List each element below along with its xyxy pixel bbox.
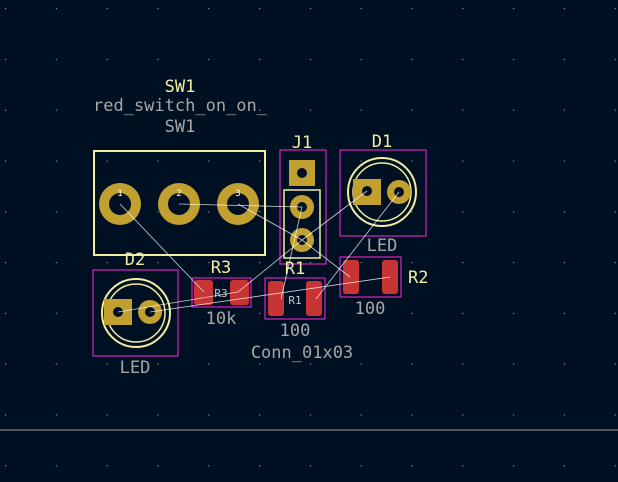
r2-ref: R2	[408, 268, 428, 288]
r1-pad-2[interactable]	[306, 281, 322, 316]
d1-value: LED	[367, 236, 398, 256]
r3-pad-1[interactable]	[194, 280, 213, 305]
footprint-r3[interactable]: R3 R3 10k	[191, 258, 252, 329]
r3-ref: R3	[211, 258, 231, 278]
sw1-value: red_switch_on_on_	[93, 96, 268, 116]
r3-fab-ref: R3	[214, 287, 227, 300]
footprint-r1[interactable]: R1 R1 100	[264, 259, 326, 341]
r1-value: 100	[280, 321, 311, 341]
r3-value: 10k	[206, 309, 237, 329]
ratsnest	[117, 190, 400, 313]
svg-text:3: 3	[235, 189, 240, 199]
j1-value: Conn_01x03	[251, 343, 353, 363]
footprint-d1[interactable]: D1 LED	[339, 132, 427, 256]
r1-pad-1[interactable]	[268, 281, 284, 316]
d2-ref: D2	[125, 250, 145, 270]
svg-text:2: 2	[176, 189, 181, 199]
d1-ref: D1	[372, 132, 392, 152]
sw1-ref: SW1	[165, 77, 196, 97]
r1-ref: R1	[285, 259, 305, 279]
r3-pad-2[interactable]	[230, 280, 249, 305]
j1-ref: J1	[292, 133, 312, 153]
svg-text:1: 1	[117, 189, 122, 199]
d2-value: LED	[120, 358, 151, 378]
r1-fab-ref: R1	[288, 294, 301, 307]
sw1-fab-ref: SW1	[165, 117, 196, 137]
footprint-r2[interactable]: R2 100	[339, 256, 428, 319]
r2-pad-1[interactable]	[343, 260, 359, 294]
r2-value: 100	[355, 299, 386, 319]
